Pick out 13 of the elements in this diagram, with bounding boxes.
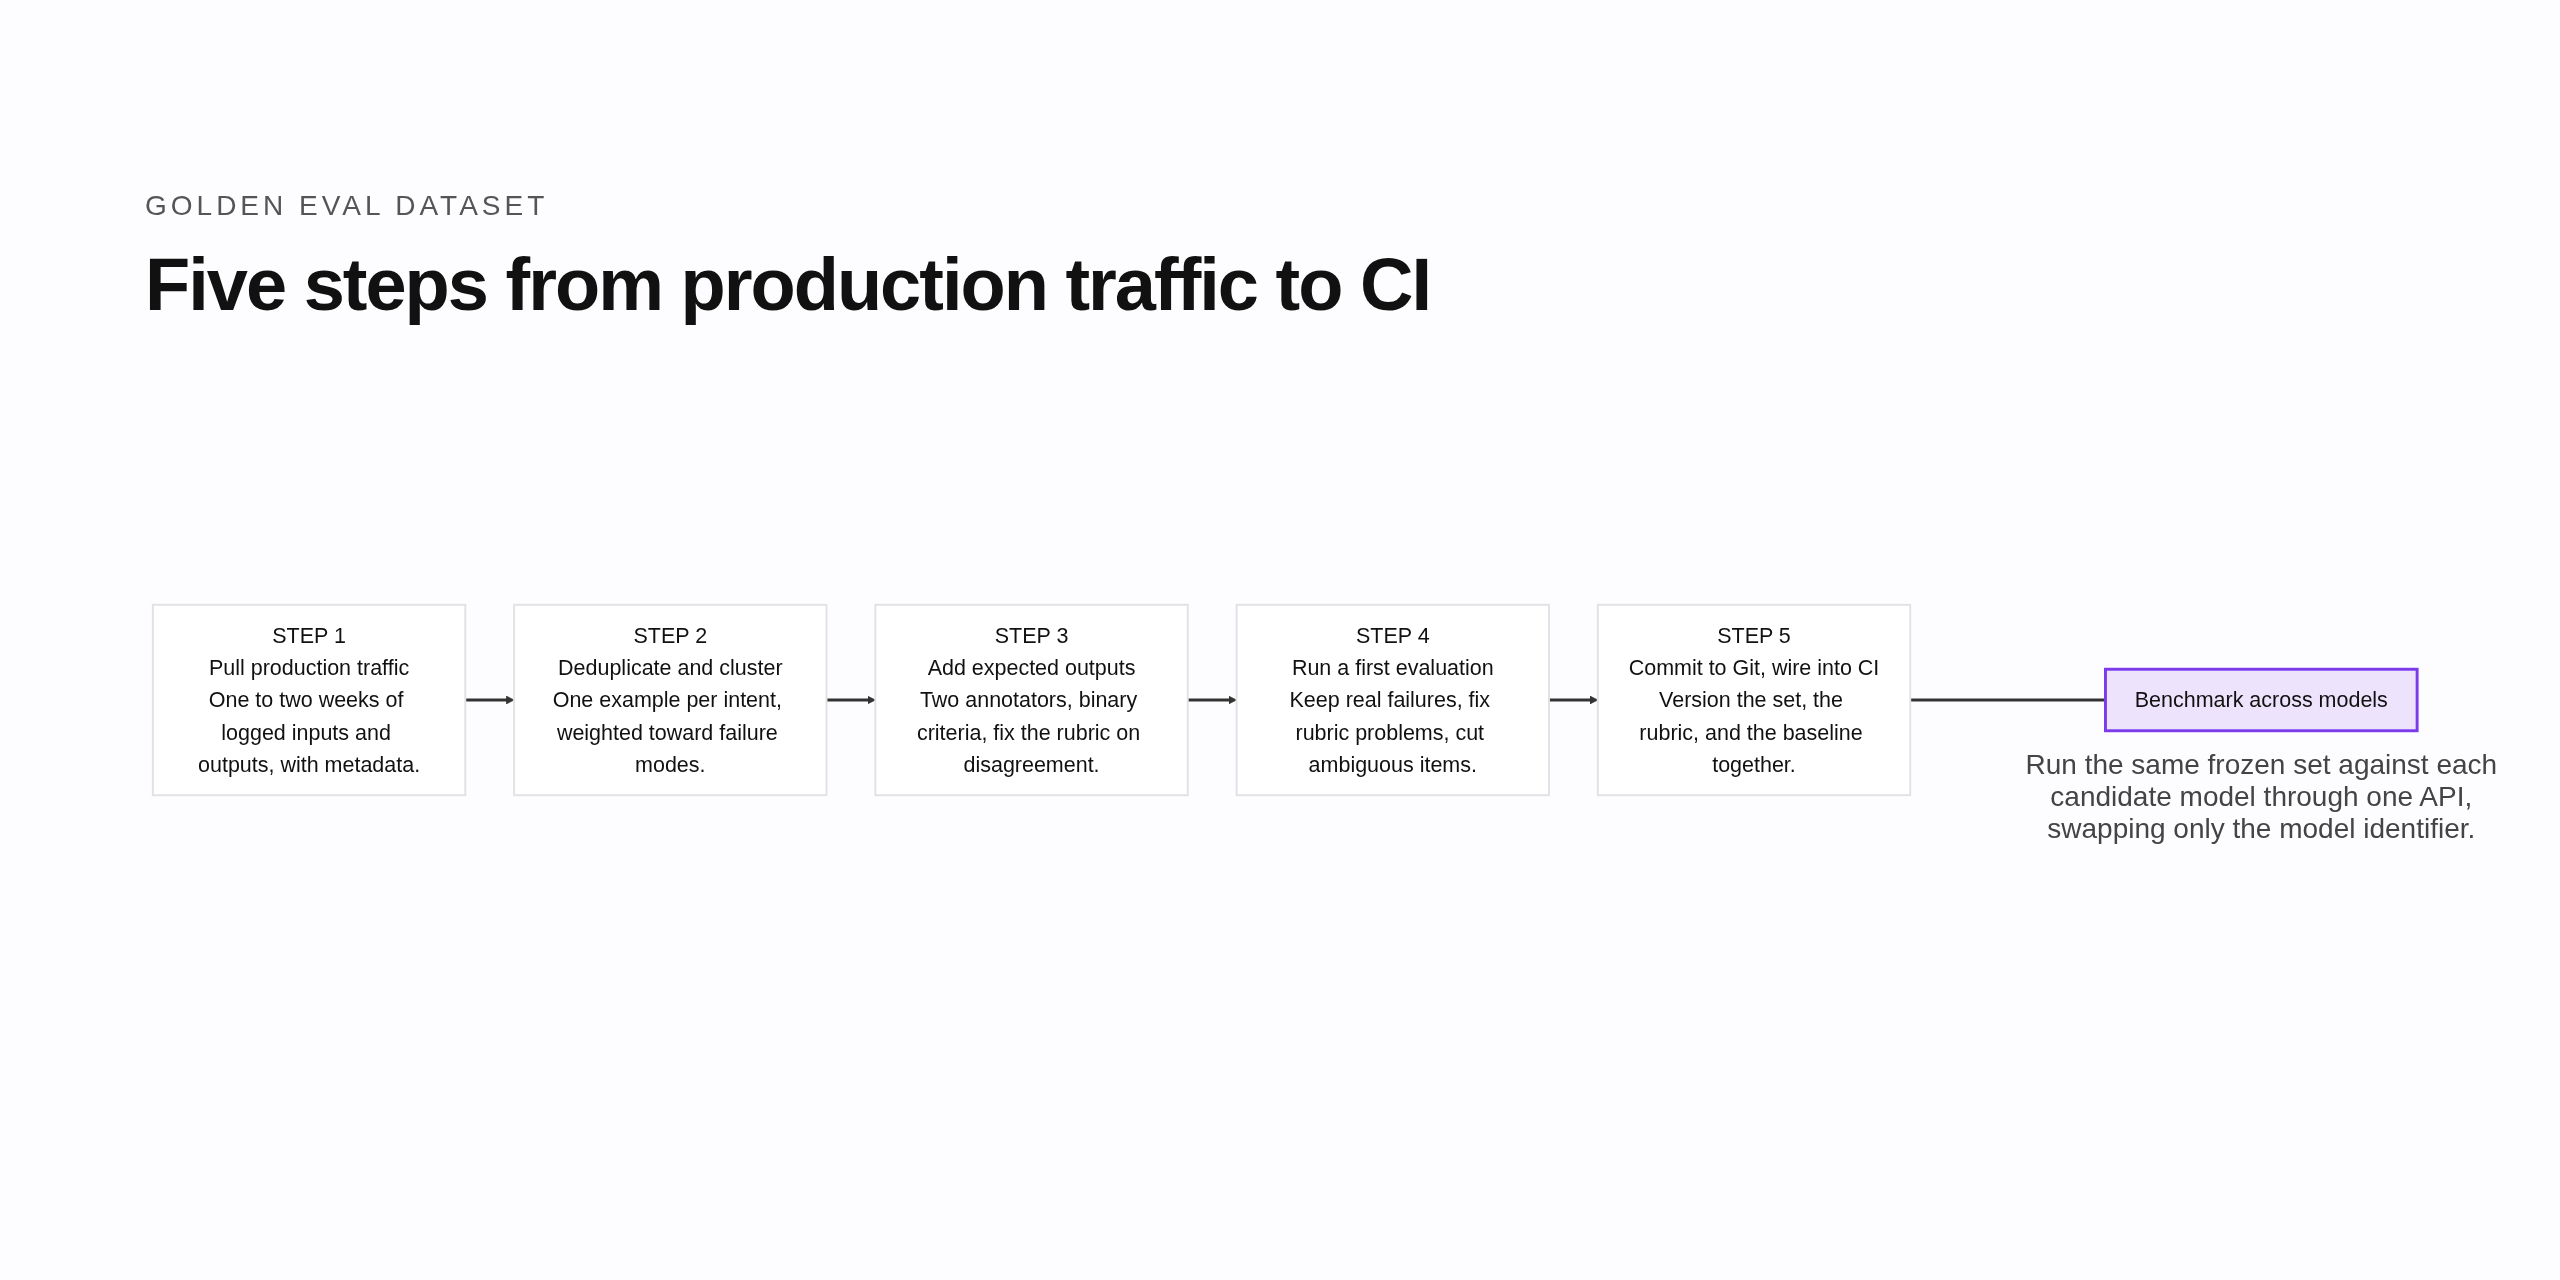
node-box: STEP 4 Run a first evaluation Keep real failures, fix rubric problems, cut ambiguous items. xyxy=(1235,603,1550,797)
connector xyxy=(1910,698,2106,702)
arrow xyxy=(826,695,876,705)
node-box: STEP 2 Deduplicate and cluster One example per intent, weighted toward failure modes. xyxy=(513,603,828,797)
node-box: STEP 3 Add expected outputs Two annotators, binary criteria, fix the rubric on disagreement. xyxy=(874,603,1189,797)
node-box: STEP 1 Pull production traffic One to two weeks of logged inputs and outputs, with metadata. xyxy=(151,603,467,797)
title: Five steps from production traffic to CI xyxy=(145,242,1430,327)
arrow xyxy=(1187,695,1237,705)
arrow xyxy=(465,695,515,705)
node-box: Benchmark across models xyxy=(2104,667,2419,733)
note-text: Run the same frozen set against each candidate model through one API, swapping only the model identifier. xyxy=(2024,748,2499,845)
node-box: STEP 5 Commit to Git, wire into CI Version the set, the rubric, and the baseline together. xyxy=(1596,603,1912,797)
eyebrow-label: GOLDEN EVAL DATASET xyxy=(145,190,550,222)
